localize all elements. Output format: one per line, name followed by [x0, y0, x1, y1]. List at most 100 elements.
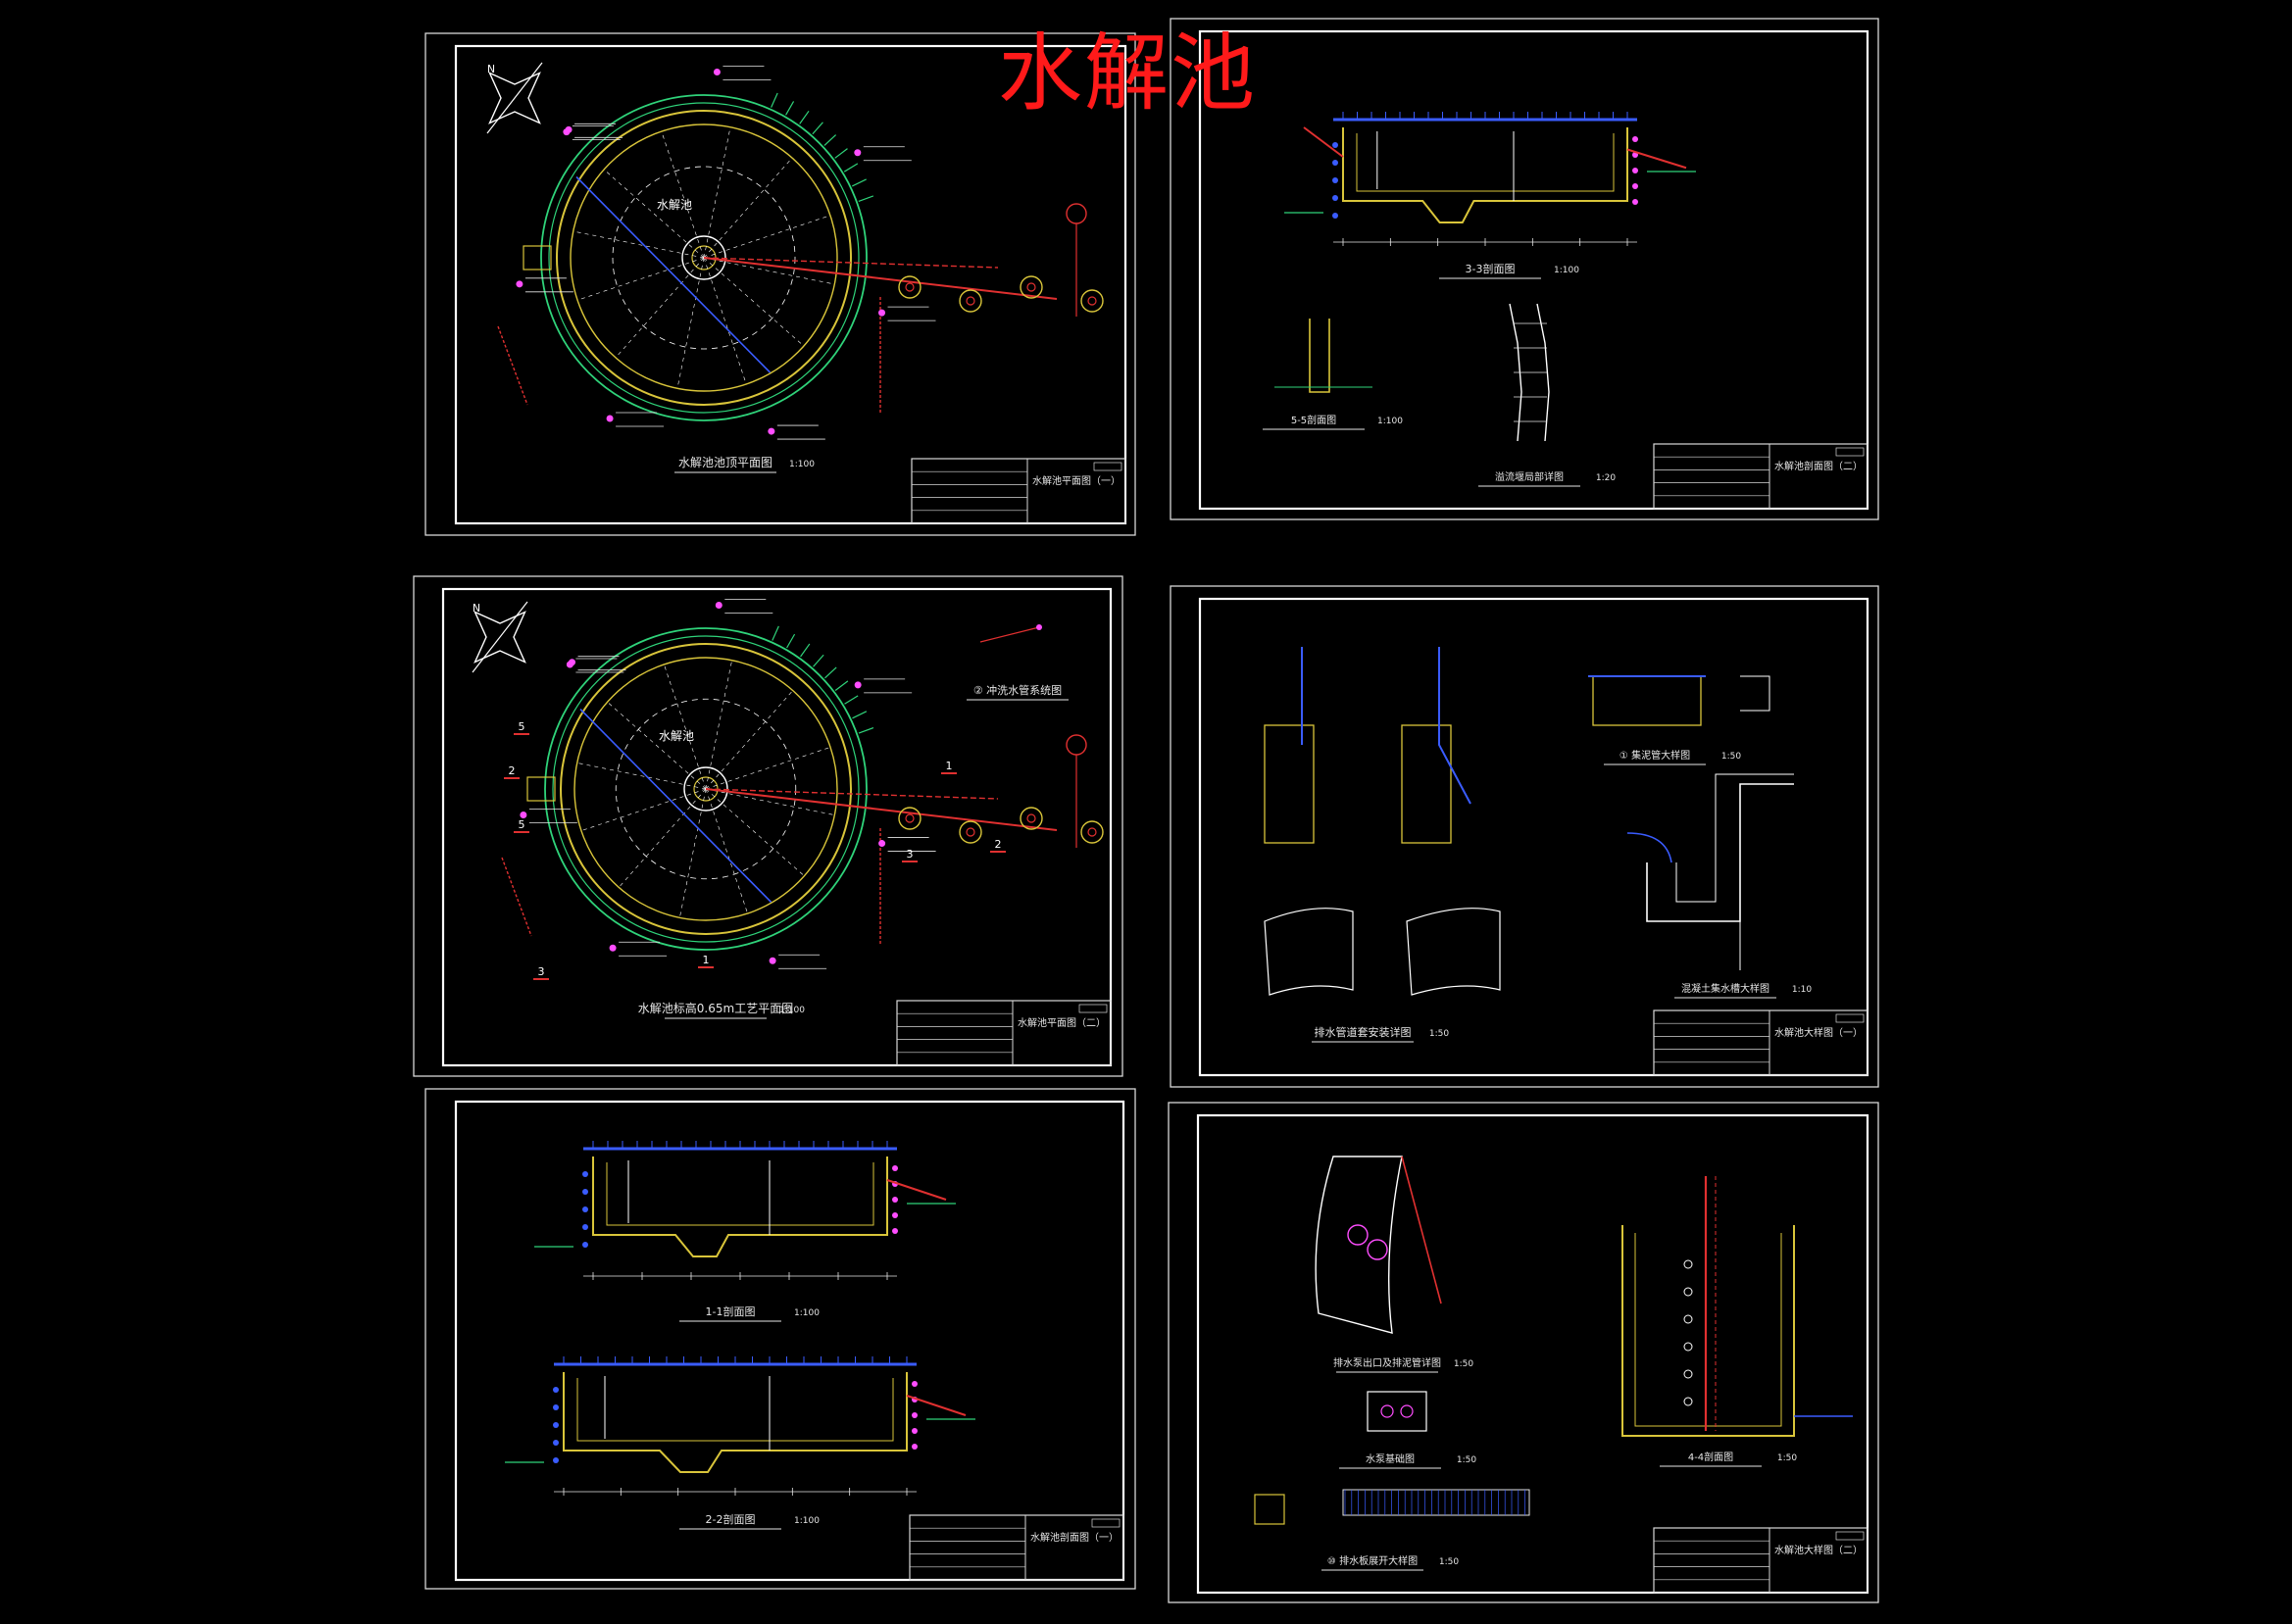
stair-tread — [823, 134, 837, 146]
section-wall — [563, 1372, 908, 1473]
pipe-sleeve-detail — [1401, 724, 1452, 844]
title-block — [909, 1514, 1124, 1581]
title-block-text: 水解池平面图（一） — [1032, 474, 1121, 487]
annotation-marker — [878, 840, 886, 848]
elevation-marker — [553, 1387, 559, 1393]
radial-line — [576, 763, 707, 790]
annotation-marker — [569, 659, 576, 666]
manhole — [1066, 203, 1087, 224]
sludge-pipe — [705, 788, 999, 800]
stair-tread — [843, 163, 859, 172]
radial-line — [615, 257, 705, 359]
radial-line — [580, 788, 707, 831]
title-block-text: 水解池剖面图（二） — [1774, 460, 1863, 472]
overflow-curve — [1626, 832, 1672, 863]
stair-tread — [785, 101, 795, 116]
valve-core — [1087, 296, 1097, 306]
drawing-caption: 排水管道套安装详图 — [1315, 1025, 1412, 1039]
north-arrow-axis — [486, 62, 543, 134]
rung-marker — [1683, 1314, 1693, 1324]
section-mark: 1 — [946, 760, 953, 772]
pump-outlet-plan — [1315, 1156, 1403, 1334]
north-label: N — [473, 602, 480, 615]
inlet-pipe — [1303, 126, 1344, 158]
annotation-marker — [609, 944, 617, 952]
distribution-ring — [612, 166, 796, 350]
valve-core — [1026, 282, 1036, 292]
title-block — [1653, 443, 1868, 510]
outlet-pipe — [1626, 148, 1687, 170]
section-wall — [1342, 127, 1628, 223]
deep-well-inner — [1634, 1233, 1782, 1427]
annotation-marker — [892, 1165, 898, 1171]
drawing-caption: 1-1剖面图 — [706, 1304, 756, 1318]
title-block — [911, 458, 1126, 524]
north-label: N — [487, 63, 495, 75]
elevation-marker — [553, 1440, 559, 1446]
stair-tread — [812, 122, 823, 135]
annotation-marker — [520, 812, 527, 819]
stair-tread — [844, 695, 859, 705]
annotation-marker — [715, 601, 722, 609]
radial-line — [705, 788, 835, 815]
section-mark: 2 — [995, 838, 1002, 851]
annotation-marker — [854, 149, 862, 157]
pump-base — [1367, 1391, 1427, 1432]
annotation-marker — [1632, 136, 1638, 142]
title-block-text: 水解池平面图（二） — [1018, 1016, 1106, 1029]
section-inner-wall — [576, 1378, 894, 1442]
drawing-scale: 1:50 — [1439, 1557, 1459, 1567]
annotation-marker — [912, 1381, 918, 1387]
overflow-pipe — [497, 325, 528, 406]
section-mark: 3 — [907, 848, 914, 861]
title-block-stamp — [1091, 1518, 1121, 1528]
elevation-marker — [582, 1206, 588, 1212]
section-mark: 3 — [538, 965, 545, 978]
rung-marker — [1683, 1287, 1693, 1297]
drawing-scale: 1:100 — [794, 1516, 820, 1526]
stair-tread — [852, 178, 867, 187]
blue-pipe — [575, 175, 772, 373]
outlet-pipe — [886, 1179, 947, 1201]
curved-wall-detail — [1264, 908, 1354, 996]
annotation-marker — [565, 125, 573, 133]
blue-pipe — [579, 709, 772, 904]
drawing-scale: 1:100 — [789, 460, 815, 469]
sheet-inner-frame — [1196, 1113, 1869, 1595]
pool-wall — [556, 110, 852, 406]
radial-line — [703, 257, 805, 347]
radial-line — [664, 664, 707, 790]
drawing-caption: 混凝土集水槽大样图 — [1681, 982, 1769, 995]
pool-label: 水解池 — [657, 198, 692, 212]
valve-well — [1020, 275, 1043, 299]
title-block — [896, 1000, 1112, 1066]
elevation-marker — [582, 1242, 588, 1248]
annotation-marker — [1632, 183, 1638, 189]
valve-core — [1026, 813, 1036, 823]
drawing-scale: 1:50 — [1457, 1455, 1476, 1465]
section-mark: 2 — [509, 764, 516, 777]
annotation-marker — [1632, 168, 1638, 173]
annotation-marker — [1632, 199, 1638, 205]
valve-well — [1020, 807, 1043, 830]
radial-line — [703, 257, 747, 385]
sheet-inner-frame — [441, 587, 1113, 1067]
elevation-marker — [553, 1457, 559, 1463]
rung-marker — [1683, 1369, 1693, 1379]
concrete-trough-inner — [1675, 773, 1794, 903]
valve-core — [1087, 827, 1097, 837]
title-block-text: 水解池大样图（一） — [1774, 1026, 1863, 1039]
radial-line — [676, 257, 705, 389]
elevation-marker — [1332, 177, 1338, 183]
elevation-marker — [553, 1422, 559, 1428]
sheet-outer-frame — [424, 32, 1136, 536]
vertical-pipe — [1438, 647, 1471, 805]
stair-tread — [834, 680, 849, 692]
radial-line — [705, 747, 831, 790]
trough-detail — [1592, 675, 1702, 726]
